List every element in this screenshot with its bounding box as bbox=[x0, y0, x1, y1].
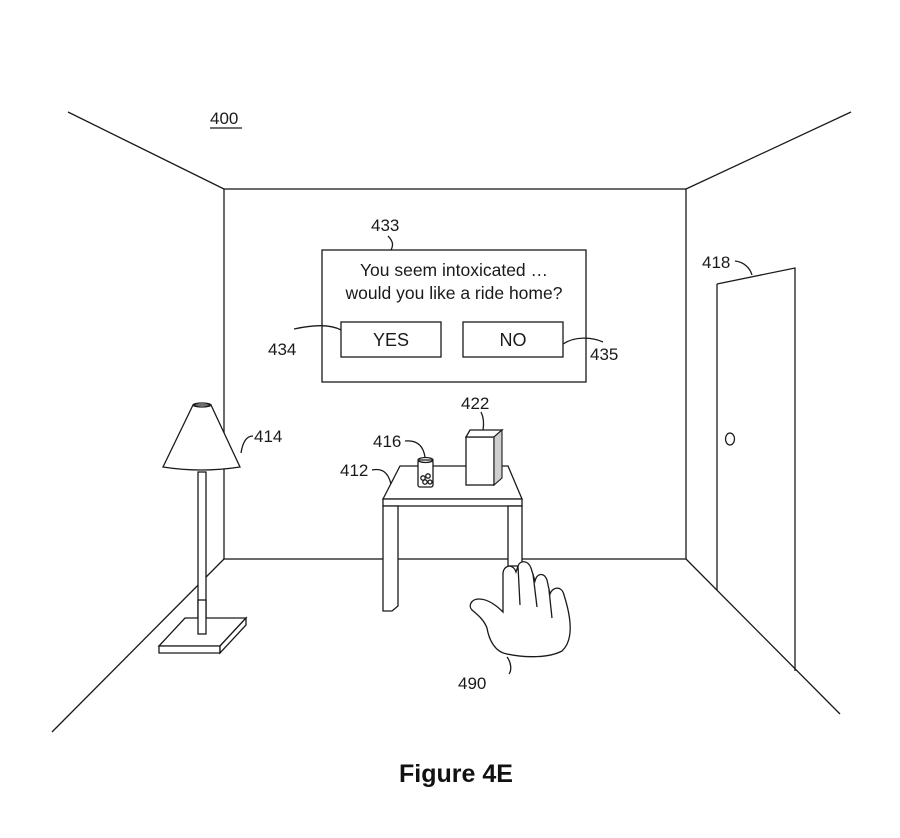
ceiling-edge-right bbox=[685, 111, 852, 190]
room bbox=[51, 111, 852, 733]
lamp-leader-line bbox=[240, 435, 254, 454]
hand-ref-label: 490 bbox=[458, 674, 486, 693]
door-outline bbox=[716, 267, 796, 671]
glass-content bbox=[427, 479, 433, 485]
no-button-frame[interactable] bbox=[462, 321, 564, 358]
hand-cursor: 490 bbox=[458, 561, 571, 693]
lamp-base-front bbox=[158, 645, 221, 654]
hand-finger-line bbox=[517, 565, 521, 606]
lamp-shade bbox=[162, 404, 241, 471]
prompt-leader-line bbox=[387, 235, 394, 251]
glass-leader-line bbox=[404, 440, 426, 458]
floor-edge-right bbox=[685, 558, 841, 715]
prompt-message-line2: would you like a ride home? bbox=[345, 283, 563, 303]
yes-ref-label: 434 bbox=[268, 340, 296, 359]
glass-body bbox=[417, 459, 434, 488]
lamp-ref-label: 414 bbox=[254, 427, 282, 446]
lamp-shade-top bbox=[192, 402, 212, 408]
door: 418 bbox=[702, 253, 796, 671]
glass-content bbox=[425, 473, 431, 479]
prompt-ref-label: 433 bbox=[371, 216, 399, 235]
no-button-label[interactable]: NO bbox=[500, 330, 527, 350]
hand-finger-line bbox=[548, 589, 553, 619]
door-leader-line bbox=[734, 260, 753, 276]
box-device: 422 bbox=[461, 394, 504, 487]
box-ref-label: 422 bbox=[461, 394, 489, 413]
glass: 416 bbox=[373, 432, 434, 488]
table-leg-front-right bbox=[507, 505, 523, 567]
box-side bbox=[493, 428, 503, 487]
prompt-box bbox=[321, 249, 587, 383]
glass-content bbox=[422, 479, 428, 485]
yes-leader-line bbox=[293, 325, 342, 331]
box-front bbox=[465, 436, 495, 486]
table-ref-label: 412 bbox=[340, 461, 368, 480]
no-button[interactable]: NO bbox=[462, 321, 564, 358]
floor-edge-left bbox=[51, 558, 225, 733]
figure-ref-number: 400 bbox=[210, 109, 238, 128]
table-leg-front-left bbox=[382, 505, 399, 612]
figure-ref: 400 bbox=[210, 109, 242, 129]
table-leader-line bbox=[371, 468, 392, 485]
yes-button[interactable]: YES bbox=[340, 321, 442, 358]
prompt-message-line1: You seem intoxicated … bbox=[360, 260, 548, 280]
yes-button-label[interactable]: YES bbox=[373, 330, 409, 350]
lamp-pole-lower bbox=[197, 599, 207, 635]
no-ref-label: 435 bbox=[590, 345, 618, 364]
back-wall bbox=[223, 188, 687, 560]
floor-lamp: 414 bbox=[157, 402, 282, 655]
ceiling-edge-left bbox=[67, 111, 225, 190]
intoxication-prompt: 433 You seem intoxicated … would you lik… bbox=[268, 216, 618, 383]
box-leader-line bbox=[480, 411, 485, 431]
table-apron bbox=[382, 498, 523, 507]
glass-ref-label: 416 bbox=[373, 432, 401, 451]
hand-leader-line bbox=[506, 656, 512, 675]
lamp-base-side bbox=[219, 616, 247, 655]
door-knob bbox=[724, 432, 736, 446]
hand-finger-line bbox=[532, 573, 538, 608]
door-ref-label: 418 bbox=[702, 253, 730, 272]
figure-caption: Figure 4E bbox=[399, 760, 513, 788]
no-leader-line bbox=[562, 337, 604, 345]
yes-button-frame[interactable] bbox=[340, 321, 442, 358]
hand-outline bbox=[469, 561, 571, 658]
glass-rim bbox=[417, 456, 434, 464]
